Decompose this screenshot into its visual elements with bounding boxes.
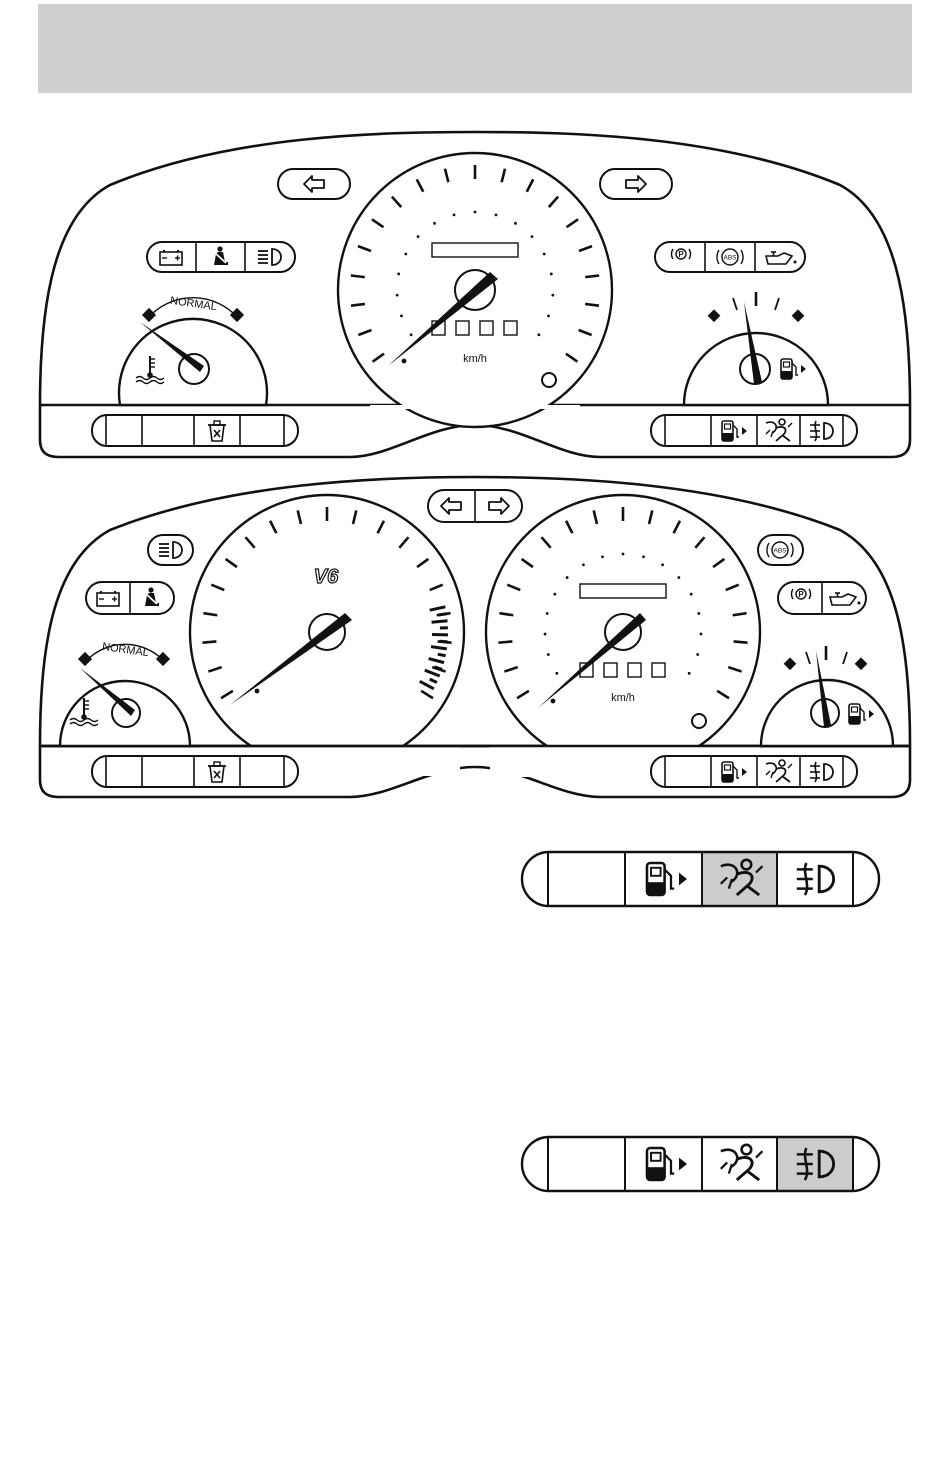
- gauge-tick: [585, 304, 599, 306]
- gauge-dot: [531, 235, 534, 238]
- gauge-dot: [410, 333, 413, 336]
- warning-lamp-pod-left: [147, 242, 295, 272]
- gauge-dot: [551, 294, 554, 297]
- gauge-dot: [553, 593, 556, 596]
- gauge-tick: [734, 641, 748, 642]
- detail-strip-fog-lamp: [520, 1135, 882, 1195]
- gauge-dot: [688, 672, 691, 675]
- redline-mark: [438, 654, 446, 656]
- gauge-dot: [537, 333, 540, 336]
- speedometer: km/h: [338, 153, 612, 427]
- gauge-tick: [351, 275, 365, 277]
- gauge-dot: [661, 563, 664, 566]
- gauge-dot: [700, 633, 703, 636]
- gauge-dot: [495, 213, 498, 216]
- speedometer-unit-label: km/h: [611, 692, 635, 704]
- redline-mark: [440, 641, 448, 642]
- gauge-tick: [351, 304, 365, 306]
- gauge-dot: [417, 235, 420, 238]
- gauge-dot: [601, 555, 604, 558]
- highlight-cell-fog-lamp: [777, 1137, 853, 1191]
- detail-strip-airbag: [520, 850, 882, 910]
- gauge-dot: [514, 222, 517, 225]
- instrument-cluster-v6: V6 km/h: [0, 470, 950, 805]
- speedometer-unit-label: km/h: [463, 353, 487, 365]
- gauge-dot: [453, 213, 456, 216]
- gauge-tick: [202, 641, 216, 642]
- turn-signal-pod: [428, 490, 522, 522]
- gauge-tick: [498, 641, 512, 642]
- gauge-dot: [547, 653, 550, 656]
- cluster-housing: [40, 477, 910, 797]
- gauge-dot: [582, 563, 585, 566]
- airbag-icon: [721, 1145, 763, 1180]
- gauge-dot: [546, 612, 549, 615]
- gauge-dot: [696, 653, 699, 656]
- trip-reset-knob[interactable]: [692, 714, 706, 728]
- gauge-tick: [585, 275, 599, 277]
- highlight-cell-airbag: [702, 852, 777, 906]
- gauge-dot: [397, 273, 400, 276]
- bottom-lamp-strip-right: [651, 756, 857, 787]
- warning-lamp-pod-right: [655, 242, 805, 272]
- gauge-dot: [543, 253, 546, 256]
- gauge-dot: [474, 211, 477, 214]
- header-bar: [38, 4, 912, 93]
- low-fuel-icon: [647, 863, 687, 895]
- gauge-dot: [547, 314, 550, 317]
- bottom-lamp-strip-left: [92, 756, 298, 787]
- gauge-dot: [622, 553, 625, 556]
- engine-badge-v6: V6: [314, 566, 339, 588]
- front-fog-lamp-icon: [797, 863, 834, 895]
- gauge-dot: [544, 633, 547, 636]
- gauge-dot: [697, 612, 700, 615]
- bottom-lamp-strip-left: [92, 415, 298, 446]
- gauge-dot: [396, 294, 399, 297]
- bottom-lamp-strip-right: [651, 415, 857, 446]
- gauge-dot: [400, 314, 403, 317]
- gauge-dot: [433, 222, 436, 225]
- gauge-dot: [566, 576, 569, 579]
- redline-mark: [432, 621, 448, 622]
- instrument-cluster-base: km/h NORMAL: [0, 120, 950, 465]
- right-turn-signal: [600, 169, 672, 199]
- warning-lamp-pod-right: [778, 582, 866, 614]
- gauge-dot: [690, 593, 693, 596]
- trip-reset-knob[interactable]: [542, 373, 556, 387]
- low-fuel-icon: [647, 1148, 687, 1180]
- left-turn-signal: [278, 169, 350, 199]
- redline-mark: [439, 614, 447, 615]
- gauge-dot: [642, 555, 645, 558]
- gauge-dot: [555, 672, 558, 675]
- headlamp-indicator: [148, 535, 193, 565]
- abs-indicator: [758, 535, 803, 565]
- warning-lamp-pod-left: [86, 582, 174, 614]
- gauge-dot: [404, 253, 407, 256]
- gauge-dot: [550, 273, 553, 276]
- gauge-dot: [677, 576, 680, 579]
